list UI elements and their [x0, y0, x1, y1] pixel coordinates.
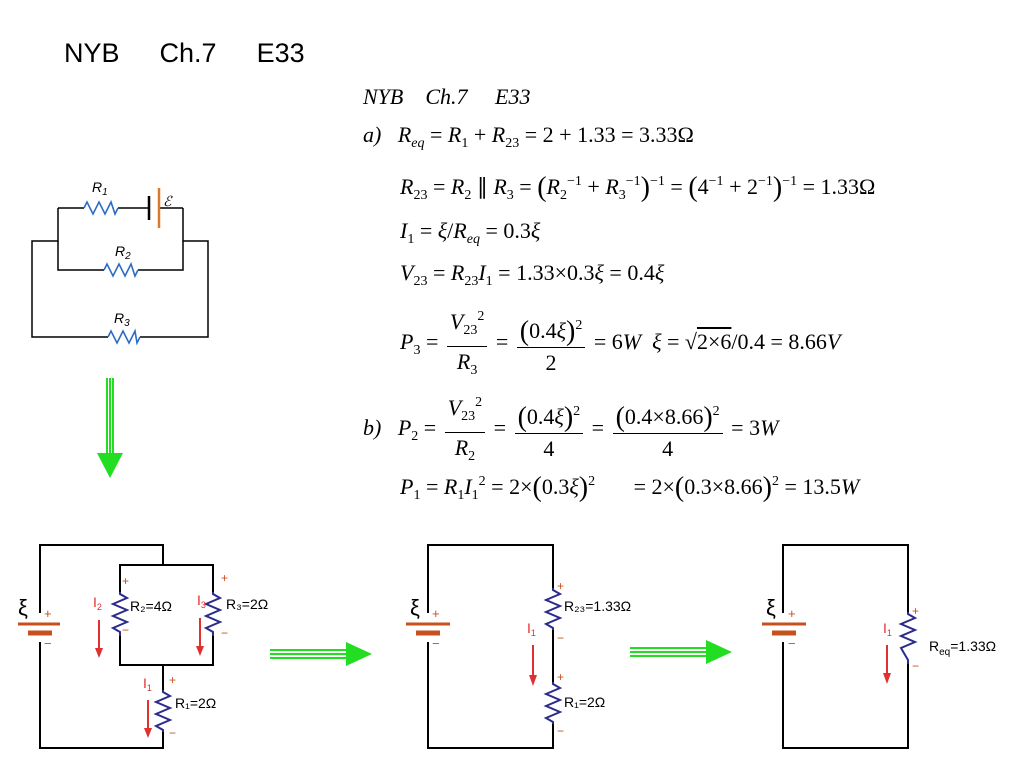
c2-r1-label: R₁=2Ω	[564, 694, 605, 710]
svg-text:+: +	[169, 673, 176, 687]
title-chapter: Ch.7	[159, 38, 217, 68]
sol-header-course: NYB	[363, 84, 404, 109]
c2-r23-zigzag	[543, 588, 563, 630]
sol-header-exercise: E33	[495, 84, 531, 109]
c3-emf-label: ξ	[766, 595, 776, 620]
svg-text:−: −	[557, 631, 564, 645]
svg-text:+: +	[557, 579, 564, 593]
circuit-3: ξ + − + − Req=1.33Ω I1	[762, 544, 996, 749]
right-arrow-icon-2	[630, 640, 732, 664]
tb-emf-label: ℰ	[163, 193, 173, 209]
part-b-label: b)	[363, 415, 382, 441]
c1-r1-label: R₁=2Ω	[175, 695, 216, 711]
c2-r23-label: R₂₃=1.33Ω	[564, 598, 631, 614]
svg-text:−: −	[432, 636, 440, 651]
tb-r3-label: R3	[114, 310, 130, 329]
svg-text:+: +	[432, 606, 440, 621]
equation-i1: I1 = ξ/Req = 0.3ξ	[400, 218, 541, 247]
c1-r1-zigzag	[153, 690, 173, 732]
tb-r2-label: R2	[115, 243, 131, 262]
c3-req-label: Req=1.33Ω	[929, 638, 996, 658]
svg-text:+: +	[912, 604, 919, 618]
equation-v23: V23 = R23I1 = 1.33×0.3ξ = 0.4ξ	[400, 260, 665, 289]
c1-battery-minus: −	[44, 636, 52, 651]
svg-text:−: −	[169, 726, 176, 740]
down-arrow-icon	[97, 378, 123, 478]
r1-zigzag	[83, 199, 119, 217]
c2-r1-zigzag	[543, 682, 563, 724]
part-a-label: a)	[363, 122, 382, 147]
svg-text:−: −	[912, 659, 919, 673]
r3-zigzag	[107, 328, 141, 346]
title-course: NYB	[64, 38, 120, 68]
c1-r3-zigzag	[203, 592, 223, 636]
c1-r2-zigzag	[110, 592, 130, 636]
c1-i1-label: I1	[143, 675, 152, 693]
page-title: NYB Ch.7 E33	[64, 38, 345, 69]
svg-text:−: −	[557, 724, 564, 738]
circuit-2: ξ + − + − + − R₂₃=1.33Ω R₁=2Ω I1	[406, 544, 631, 749]
title-exercise: E33	[256, 38, 305, 68]
solution-header: NYB Ch.7 E33	[363, 84, 531, 110]
svg-text:+: +	[788, 606, 796, 621]
equation-p1: P1 = R1I12 = 2×(0.3ξ)2 = 2×(0.3×8.66)2 =…	[400, 472, 860, 503]
svg-text:+: +	[557, 670, 564, 684]
circuit-1: ξ + − + − + − + − R₂=4Ω R₃=2Ω R₁=2Ω I2 I…	[18, 544, 268, 749]
equation-r23: R23 = R2 ∥ R3 = (R2−1 + R3−1)−1 = (4−1 +…	[400, 172, 876, 203]
svg-text:+: +	[221, 571, 228, 585]
c3-req-zigzag	[898, 612, 918, 664]
svg-text:−: −	[221, 626, 228, 640]
c1-i2-label: I2	[93, 594, 102, 612]
c1-emf-label: ξ	[18, 595, 28, 620]
r2-zigzag	[103, 261, 139, 279]
c2-emf-label: ξ	[410, 595, 420, 620]
svg-text:−: −	[122, 623, 129, 637]
c2-i1-label: I1	[527, 620, 536, 638]
sol-header-chapter: Ch.7	[425, 84, 468, 109]
c1-battery-plus: +	[44, 606, 52, 621]
tb-r1-label: R1	[92, 179, 108, 198]
equation-req: a) Req = R1 + R23 = 2 + 1.33 = 3.33Ω	[363, 122, 694, 151]
svg-text:−: −	[788, 636, 796, 651]
c1-i3-label: I3	[197, 592, 206, 610]
c1-r2-label: R₂=4Ω	[130, 598, 172, 614]
c1-r3-label: R₃=2Ω	[226, 596, 268, 612]
svg-text:+: +	[122, 574, 129, 588]
right-arrow-icon-1	[270, 642, 372, 666]
c3-i1-label: I1	[883, 620, 892, 638]
